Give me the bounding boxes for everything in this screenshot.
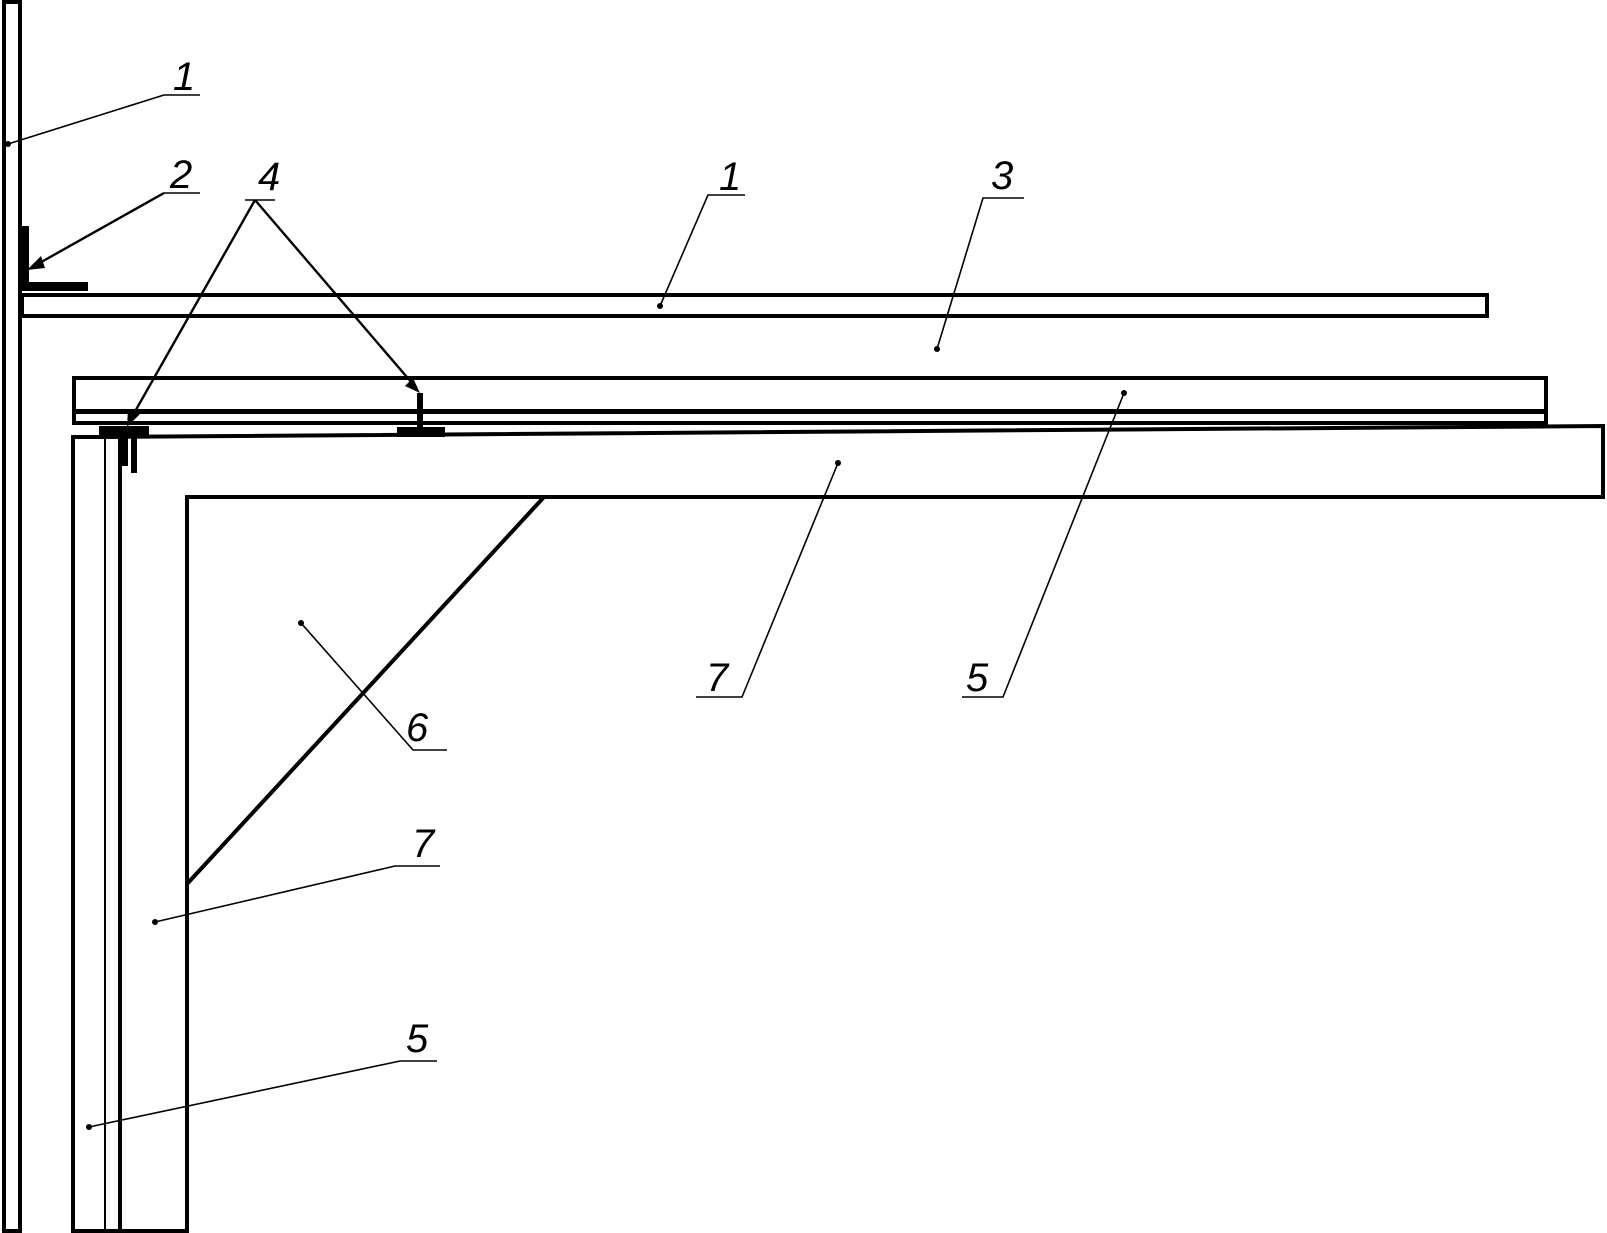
angle-bracket xyxy=(20,226,29,288)
callout-wall-top: 1 xyxy=(5,55,200,147)
panel-horizontal-outer xyxy=(72,376,1548,413)
svg-text:1: 1 xyxy=(719,155,741,199)
svg-text:5: 5 xyxy=(406,1017,429,1061)
svg-text:3: 3 xyxy=(991,154,1013,198)
diagonal-brace xyxy=(185,495,546,886)
svg-text:7: 7 xyxy=(412,822,436,866)
svg-text:7: 7 xyxy=(706,656,730,700)
angle-bracket-foot xyxy=(20,282,88,291)
svg-text:1: 1 xyxy=(173,55,195,99)
fastener-left xyxy=(99,426,149,473)
callout-gap: 3 xyxy=(934,154,1024,352)
svg-text:6: 6 xyxy=(406,706,429,750)
svg-text:2: 2 xyxy=(169,153,192,197)
callout-bracket: 2 xyxy=(27,153,200,270)
slab-part xyxy=(20,293,1489,318)
svg-text:5: 5 xyxy=(966,656,989,700)
panel-vertical-outer xyxy=(71,435,122,1233)
callout-panel-horizontal: 5 xyxy=(962,390,1127,700)
fastener-right xyxy=(397,393,445,437)
callout-box-vertical: 7 xyxy=(152,822,440,925)
callout-fasteners: 4 xyxy=(127,155,420,427)
panel-horizontal-lower xyxy=(72,410,1548,425)
wall-part xyxy=(2,0,22,1233)
callout-slab: 1 xyxy=(657,155,745,309)
box-beam xyxy=(99,423,1605,1233)
callout-panel-vertical: 5 xyxy=(86,1017,437,1130)
callout-box-horizontal: 7 xyxy=(696,460,841,700)
callout-brace: 6 xyxy=(298,620,447,751)
svg-text:4: 4 xyxy=(258,155,280,199)
